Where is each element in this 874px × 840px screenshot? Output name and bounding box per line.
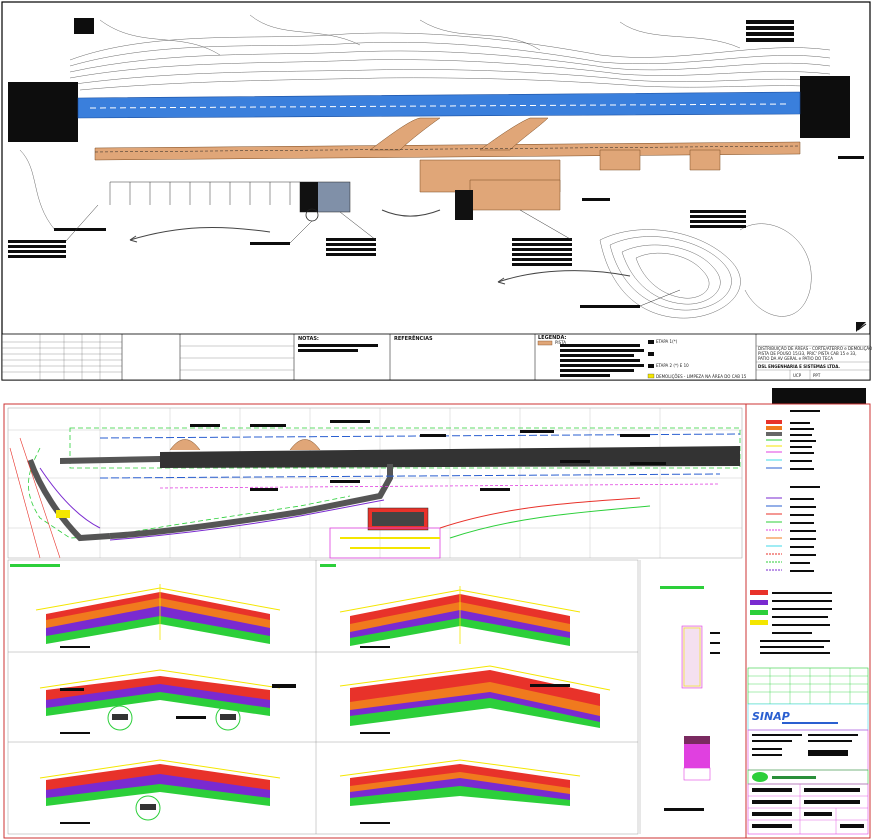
runway-strip: [77, 91, 801, 119]
demolition-zone: [299, 181, 473, 220]
notes-heading: NOTAS:: [298, 336, 319, 342]
title-block-bottom: SINAP: [747, 667, 869, 835]
references-heading: REFERÊNCIAS: [394, 334, 433, 342]
partner-logo-icon: [752, 772, 768, 782]
section-5: [39, 759, 281, 821]
pavement-details: [664, 625, 720, 811]
bottom-drawing-sheet: SINAP: [0, 388, 874, 840]
north-arrow-icon: [856, 322, 867, 332]
callout-leaders: [65, 204, 681, 307]
apron-bays: [109, 181, 300, 205]
bottom-drawing-svg: SINAP: [3, 388, 871, 839]
company-name: DSL ENGENHARIA E SISTEMAS LTDA.: [758, 364, 840, 369]
runway-centerline: [89, 103, 791, 109]
sinap-logo: SINAP: [752, 710, 790, 723]
legend-item-stage-1: ETAPA 1(*): [656, 339, 678, 344]
callout-labels: [8, 18, 864, 308]
flow-arrows: [129, 209, 631, 285]
legend-item-demolition: DEMOLIÇÕES - LIMPEZA NA ÁREA DO CAB 15: [656, 374, 747, 379]
sheet-header-block: [772, 388, 866, 404]
drawing-title-line-1: PISTA DE POUSO 15/33, PRIC' PISTA CAB 15…: [758, 351, 856, 356]
section-1: [35, 584, 281, 644]
sheet-code-1: UCP: [793, 373, 802, 378]
taxiway-system: [94, 117, 801, 211]
legend-rows: [750, 410, 832, 654]
drawing-subtitle: DISTRIBUIÇÃO DE ÁREAS - CORTE/ATERRO e D…: [758, 346, 872, 351]
site-plan: [7, 407, 743, 559]
section-3: [39, 669, 281, 731]
section-labels: [60, 646, 570, 824]
legend-heading: LEGENDA:: [538, 335, 566, 341]
legend-item-runway: PISTA: [555, 340, 566, 345]
section-6: [339, 759, 581, 806]
sheet-code-2: PPT: [813, 373, 821, 378]
section-4: [339, 665, 611, 728]
section-2: [339, 586, 581, 646]
runway-end-left-block: [8, 82, 78, 142]
runway-end-right-block: [800, 76, 850, 138]
top-drawing-svg: NOTAS: REFERÊNCIAS LEGENDA: PISTA ETAPA …: [1, 1, 872, 381]
title-block: NOTAS: REFERÊNCIAS LEGENDA: PISTA ETAPA …: [1, 333, 872, 381]
cross-section-grid: [7, 559, 704, 835]
drawing-title-line-2: PATIO DA AV GERAL e PATIO DO TECA: [758, 356, 833, 361]
legend-item-stage-2: ETAPA 2 (*) E 10: [656, 363, 689, 368]
taxiway-centerline: [94, 145, 801, 153]
top-drawing-sheet: NOTAS: REFERÊNCIAS LEGENDA: PISTA ETAPA …: [0, 0, 874, 384]
terrain-contours: [19, 14, 831, 319]
